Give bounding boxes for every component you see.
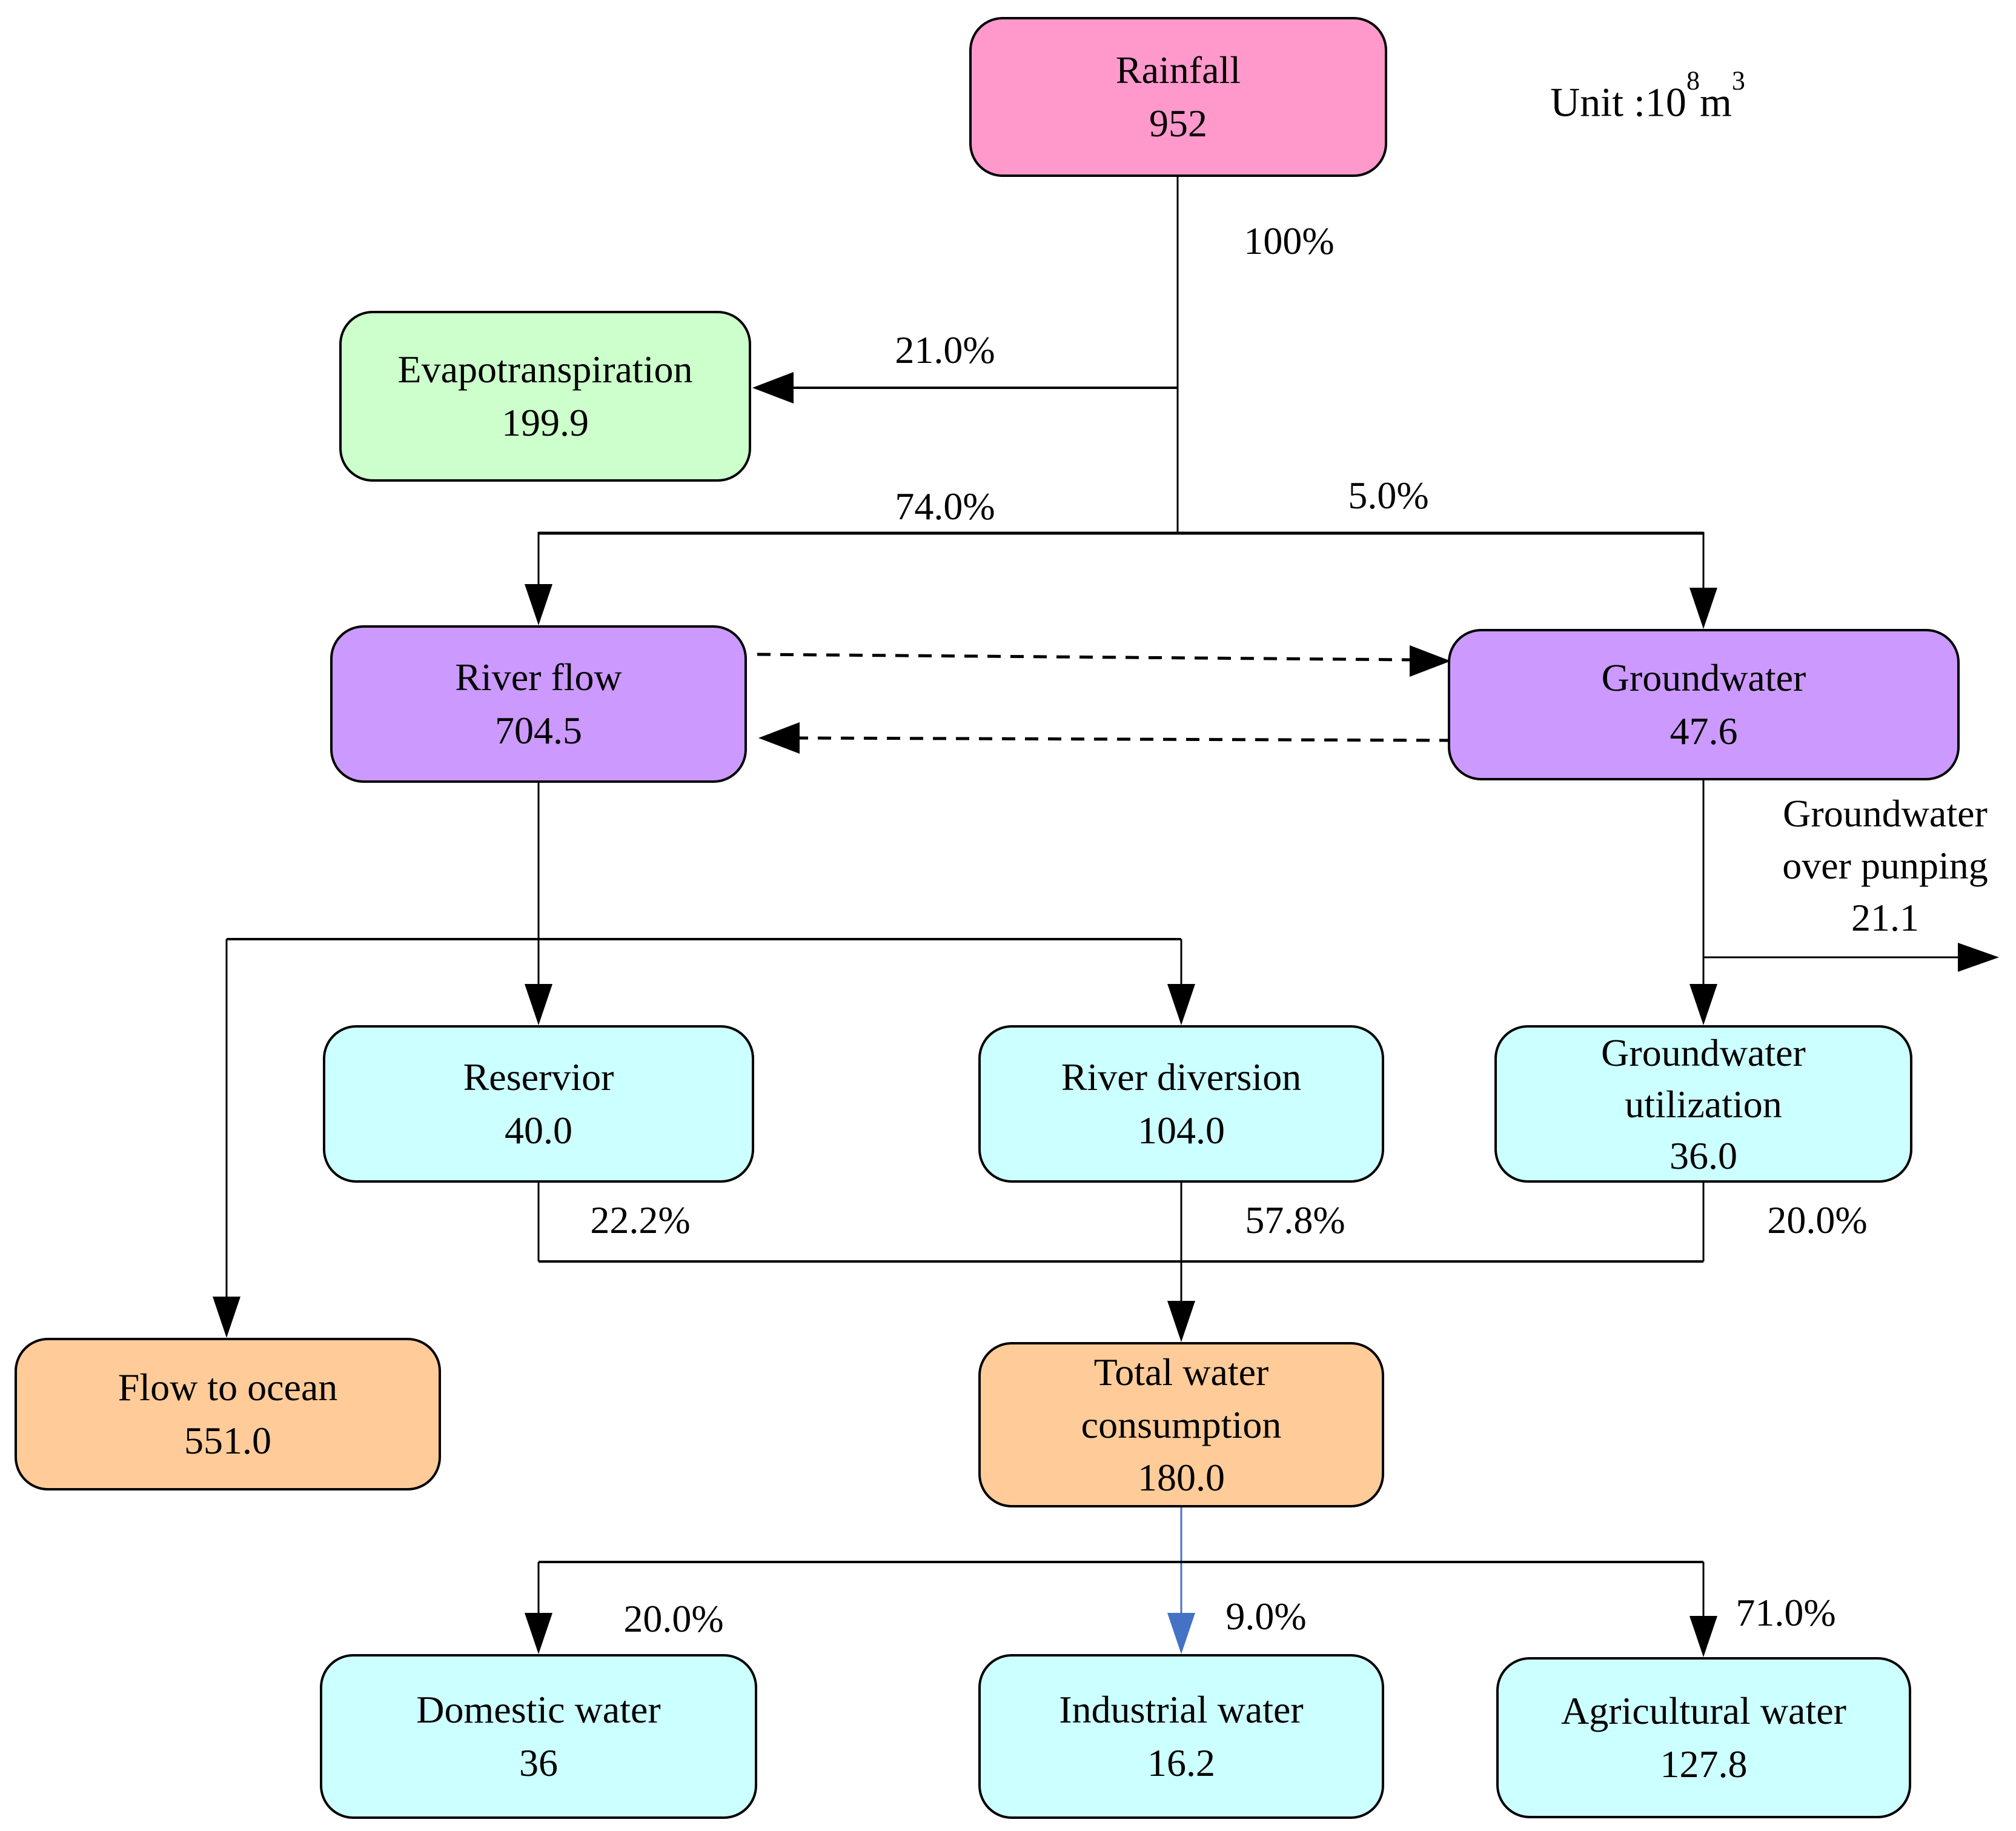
node-reservior: Reservior 40.0 <box>323 1025 754 1183</box>
node-label: Agricultural water <box>1561 1689 1846 1732</box>
node-river-diversion: River diversion 104.0 <box>978 1025 1384 1183</box>
arrowhead-groundwater <box>1689 588 1717 629</box>
node-value: 199.9 <box>502 401 589 444</box>
node-groundwater: Groundwater 47.6 <box>1448 629 1960 780</box>
node-value: 40.0 <box>505 1109 572 1152</box>
arrowhead-agricultural <box>1689 1616 1717 1657</box>
node-label: Domestic water <box>416 1688 661 1731</box>
node-label: Groundwater <box>1601 656 1806 699</box>
edge-label-agricultural-pct: 71.0% <box>1736 1591 1836 1634</box>
node-value: 952 <box>1149 102 1207 145</box>
node-value: 551.0 <box>184 1419 271 1462</box>
overpumping-annotation: Groundwater over punping 21.1 <box>1782 788 1988 944</box>
arrowhead-industrial <box>1167 1613 1195 1654</box>
node-value: 36 <box>519 1741 558 1784</box>
overpumping-line2: over punping <box>1782 844 1988 887</box>
arrowhead-overpumping <box>1958 943 1999 972</box>
node-rainfall: Rainfall 952 <box>969 17 1387 177</box>
node-river-flow: River flow 704.5 <box>330 625 747 783</box>
node-industrial-water: Industrial water 16.2 <box>978 1654 1384 1819</box>
edge-label-groundwater-utilization-pct: 20.0% <box>1767 1198 1868 1241</box>
edge-label-groundwater-pct: 5.0% <box>1348 474 1429 517</box>
arrowhead-river-flow <box>525 584 552 625</box>
arrowhead-dashed-right <box>1410 645 1451 677</box>
node-value: 47.6 <box>1669 709 1738 753</box>
node-flow-to-ocean: Flow to ocean 551.0 <box>15 1338 441 1490</box>
node-groundwater-utilization: Groundwater utilization 36.0 <box>1494 1025 1912 1183</box>
node-label: Rainfall <box>1115 48 1241 91</box>
edge-label-domestic-pct: 20.0% <box>623 1597 724 1640</box>
overpumping-line1: Groundwater <box>1783 792 1988 835</box>
edge-label-evapotranspiration-pct: 21.0% <box>895 328 995 371</box>
edge-label-reservior-pct: 22.2% <box>590 1198 691 1241</box>
unit-annotation: Unit :108m3 <box>1550 65 1745 125</box>
node-evapotranspiration: Evapotranspiration 199.9 <box>339 311 751 482</box>
edge-label-rainfall-pct: 100% <box>1244 219 1335 262</box>
arrowhead-flow-to-ocean <box>213 1297 240 1338</box>
node-value: 704.5 <box>495 709 582 752</box>
arrowhead-river-diversion <box>1167 984 1195 1025</box>
edge-groundwater-to-riverflow-dashed <box>796 736 1453 742</box>
node-label: River diversion <box>1061 1055 1302 1098</box>
edge-label-industrial-pct: 9.0% <box>1225 1595 1307 1638</box>
node-label: Reservior <box>463 1055 614 1098</box>
edge-label-river-diversion-pct: 57.8% <box>1245 1198 1345 1241</box>
node-value: 180.0 <box>1138 1456 1225 1499</box>
arrowhead-evapotranspiration <box>752 372 794 404</box>
node-agricultural-water: Agricultural water 127.8 <box>1496 1657 1911 1818</box>
node-value: 16.2 <box>1147 1741 1215 1784</box>
node-value: 127.8 <box>1660 1743 1748 1786</box>
node-total-water-consumption: Total water consumption 180.0 <box>978 1342 1384 1507</box>
arrowhead-dashed-left <box>758 722 800 754</box>
node-value: 36.0 <box>1669 1134 1737 1177</box>
node-label: Flow to ocean <box>118 1366 338 1409</box>
edge-label-river-flow-pct: 74.0% <box>895 485 995 528</box>
arrowhead-domestic <box>525 1613 552 1654</box>
overpumping-value: 21.1 <box>1851 896 1919 939</box>
node-label: River flow <box>455 656 622 699</box>
arrowhead-reservior <box>525 984 552 1025</box>
node-value: 104.0 <box>1138 1109 1225 1152</box>
arrowhead-total-water <box>1167 1301 1195 1342</box>
node-label-line1: Groundwater <box>1601 1031 1806 1074</box>
node-label-line1: Total water <box>1093 1351 1269 1394</box>
node-domestic-water: Domestic water 36 <box>320 1654 757 1819</box>
edge-riverflow-to-groundwater-dashed <box>757 653 1415 662</box>
node-label: Evapotranspiration <box>397 348 693 391</box>
node-label-line2: utilization <box>1625 1082 1782 1126</box>
arrowhead-groundwater-utilization <box>1689 984 1717 1025</box>
node-label: Industrial water <box>1059 1688 1304 1731</box>
node-label-line2: consumption <box>1081 1403 1282 1446</box>
